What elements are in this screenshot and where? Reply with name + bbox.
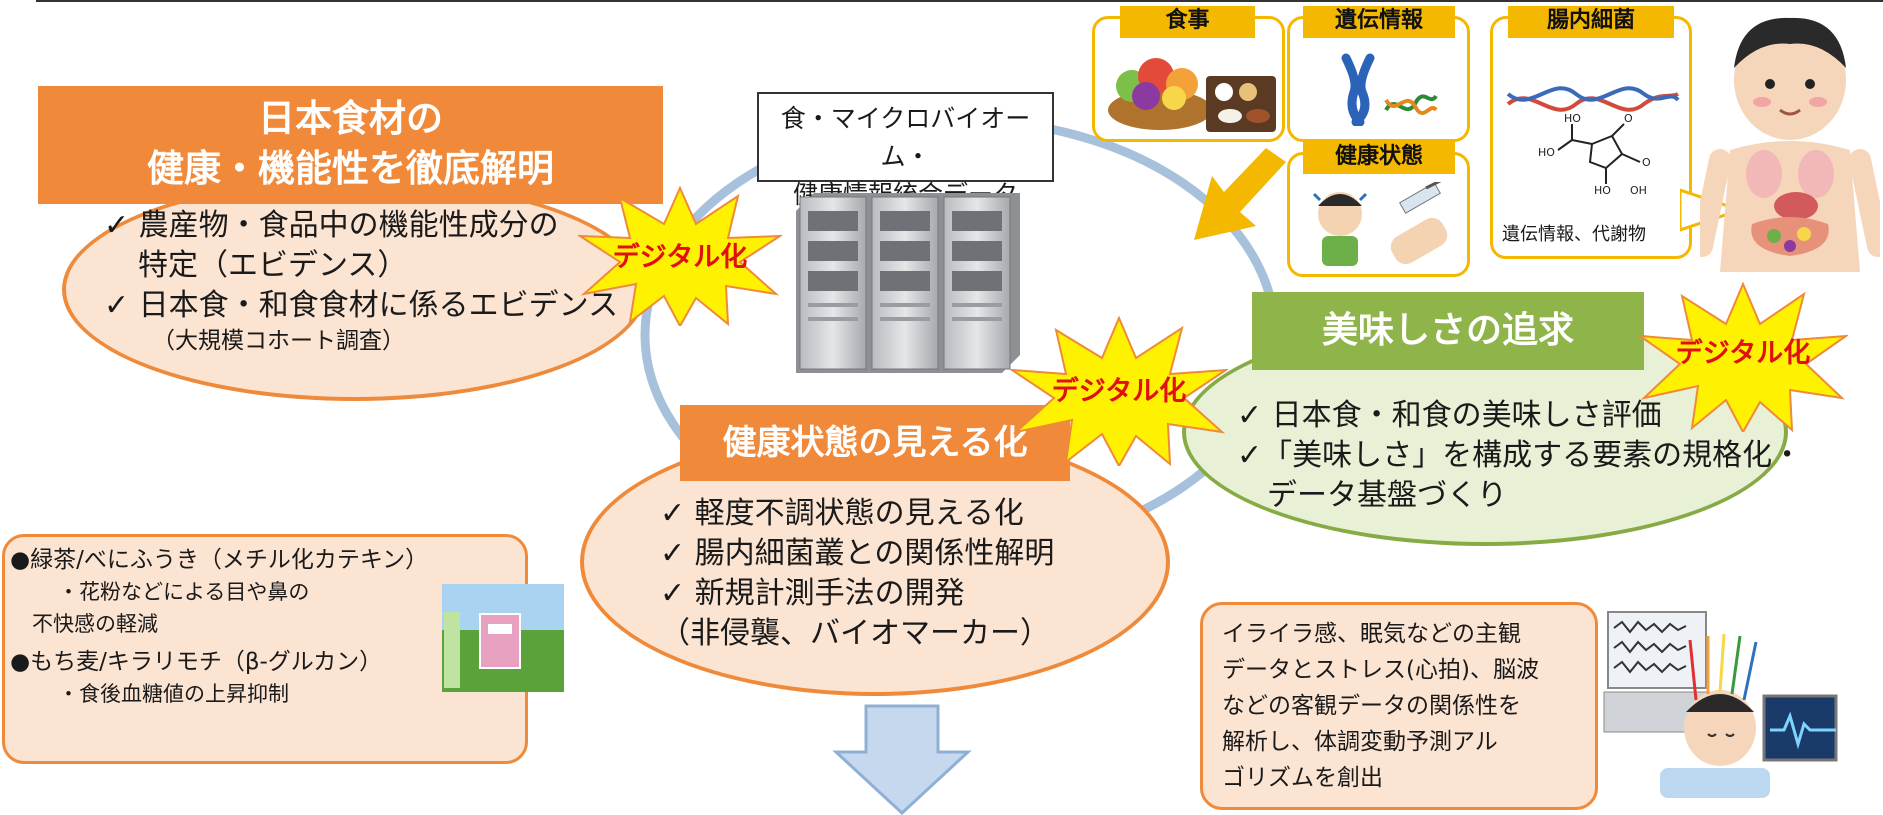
- health-bullets: ✓ 軽度不調状態の見える化 ✓ 腸内細菌叢との関係性解明 ✓ 新規計測手法の開発…: [660, 494, 1054, 654]
- molecule-o-1: O: [1624, 112, 1633, 125]
- health-state-icon: [1312, 182, 1448, 266]
- example-item-1-sub1: ・花粉などによる目や鼻の: [58, 580, 310, 604]
- examples-box: [2, 534, 528, 764]
- taste-bullet-2b: データ基盤づくり: [1267, 478, 1507, 513]
- digital-burst-left: デジタル化: [578, 186, 782, 326]
- food-bullets: ✓ 農産物・食品中の機能性成分の 特定（エビデンス） ✓ 日本食・和食食材に係る…: [104, 206, 618, 356]
- taste-bullets: ✓ 日本食・和食の美味しさ評価 ✓「美味しさ」を構成する要素の規格化・ データ基…: [1237, 396, 1802, 516]
- top-rule: [36, 0, 1883, 2]
- gut-bacteria-label: 腸内細菌: [1508, 6, 1674, 38]
- health-title: 健康状態の見える化: [680, 405, 1070, 481]
- analysis-line-1: イライラ感、眠気などの主観: [1222, 621, 1521, 647]
- digital-label-left: デジタル化: [613, 241, 747, 273]
- integrated-data-label: 食・マイクロバイオーム・ 健康情報統合データ: [757, 92, 1054, 209]
- food-title-line2: 健康・機能性を徹底解明: [147, 147, 554, 190]
- food-bullet-2-sub: （大規模コホート調査）: [152, 328, 405, 354]
- molecule-o-2: O: [1642, 156, 1651, 169]
- health-state-label: 健康状態: [1303, 142, 1455, 174]
- digital-label-right: デジタル化: [1676, 337, 1810, 369]
- dna-molecule-icon: HO HO O O HO OH: [1506, 86, 1680, 194]
- server-rack-icon: [796, 193, 1020, 373]
- integrated-data-label-line1: 食・マイクロバイオーム・: [780, 104, 1031, 171]
- eeg-monitor-icon: [1603, 611, 1838, 798]
- food-bullet-2: ✓ 日本食・和食食材に係るエビデンス: [104, 288, 619, 323]
- analysis-line-3: などの客観データの関係性を: [1222, 693, 1521, 719]
- digital-burst-center: デジタル化: [1010, 316, 1228, 466]
- molecule-ho-bottom: HO: [1594, 184, 1611, 194]
- down-arrow-icon: [832, 704, 972, 815]
- example-item-1: ●緑茶/べにふうき（メチル化カテキン）: [10, 547, 429, 573]
- gut-caption: 遺伝情報、代謝物: [1502, 224, 1646, 245]
- taste-bullet-1: ✓ 日本食・和食の美味しさ評価: [1237, 398, 1662, 433]
- health-bullet-3-sub: （非侵襲、バイオマーカー）: [660, 616, 1050, 651]
- analysis-line-2: データとストレス(心拍)、脳波: [1222, 657, 1539, 683]
- taste-bullet-2a: ✓「美味しさ」を構成する要素の規格化・: [1237, 438, 1803, 473]
- chromosome-icon: [1341, 53, 1438, 126]
- taste-title: 美味しさの追求: [1252, 292, 1644, 370]
- analysis-line-4: 解析し、体調変動予測アル: [1222, 729, 1498, 755]
- molecule-oh-bottom: OH: [1630, 184, 1647, 194]
- genetic-label: 遺伝情報: [1303, 6, 1455, 38]
- tea-field-image: [442, 584, 564, 692]
- example-item-1-sub2: 不快感の軽減: [32, 612, 158, 636]
- analysis-line-5: ゴリズムを創出: [1222, 765, 1383, 791]
- analysis-box: [1200, 602, 1598, 810]
- health-bullet-2: ✓ 腸内細菌叢との関係性解明: [660, 536, 1055, 571]
- food-bullet-1b: 特定（エビデンス）: [138, 248, 408, 283]
- molecule-ho-top: HO: [1564, 112, 1581, 125]
- example-item-2: ●もち麦/キラリモチ（β-グルカン）: [10, 649, 383, 675]
- meal-icon: [1108, 58, 1276, 132]
- food-bullet-1a: ✓ 農産物・食品中の機能性成分の: [104, 208, 559, 243]
- analysis-text: イライラ感、眠気などの主観 データとストレス(心拍)、脳波 などの客観データの関…: [1222, 616, 1539, 796]
- food-title-line1: 日本食材の: [258, 97, 443, 140]
- example-item-2-sub: ・食後血糖値の上昇抑制: [58, 682, 289, 706]
- health-bullet-1: ✓ 軽度不調状態の見える化: [660, 496, 1024, 531]
- digital-label-center: デジタル化: [1052, 375, 1186, 407]
- digital-burst-right: デジタル化: [1638, 282, 1848, 432]
- food-title-box: 日本食材の 健康・機能性を徹底解明: [38, 86, 663, 204]
- person-organs-icon: [1700, 17, 1880, 272]
- molecule-ho-left: HO: [1538, 146, 1555, 159]
- examples-text: ●緑茶/べにふうき（メチル化カテキン） ・花粉などによる目や鼻の 不快感の軽減 …: [10, 544, 428, 710]
- meal-label: 食事: [1120, 6, 1255, 38]
- health-bullet-3: ✓ 新規計測手法の開発: [660, 576, 965, 611]
- input-arrow-icon: [1194, 148, 1286, 240]
